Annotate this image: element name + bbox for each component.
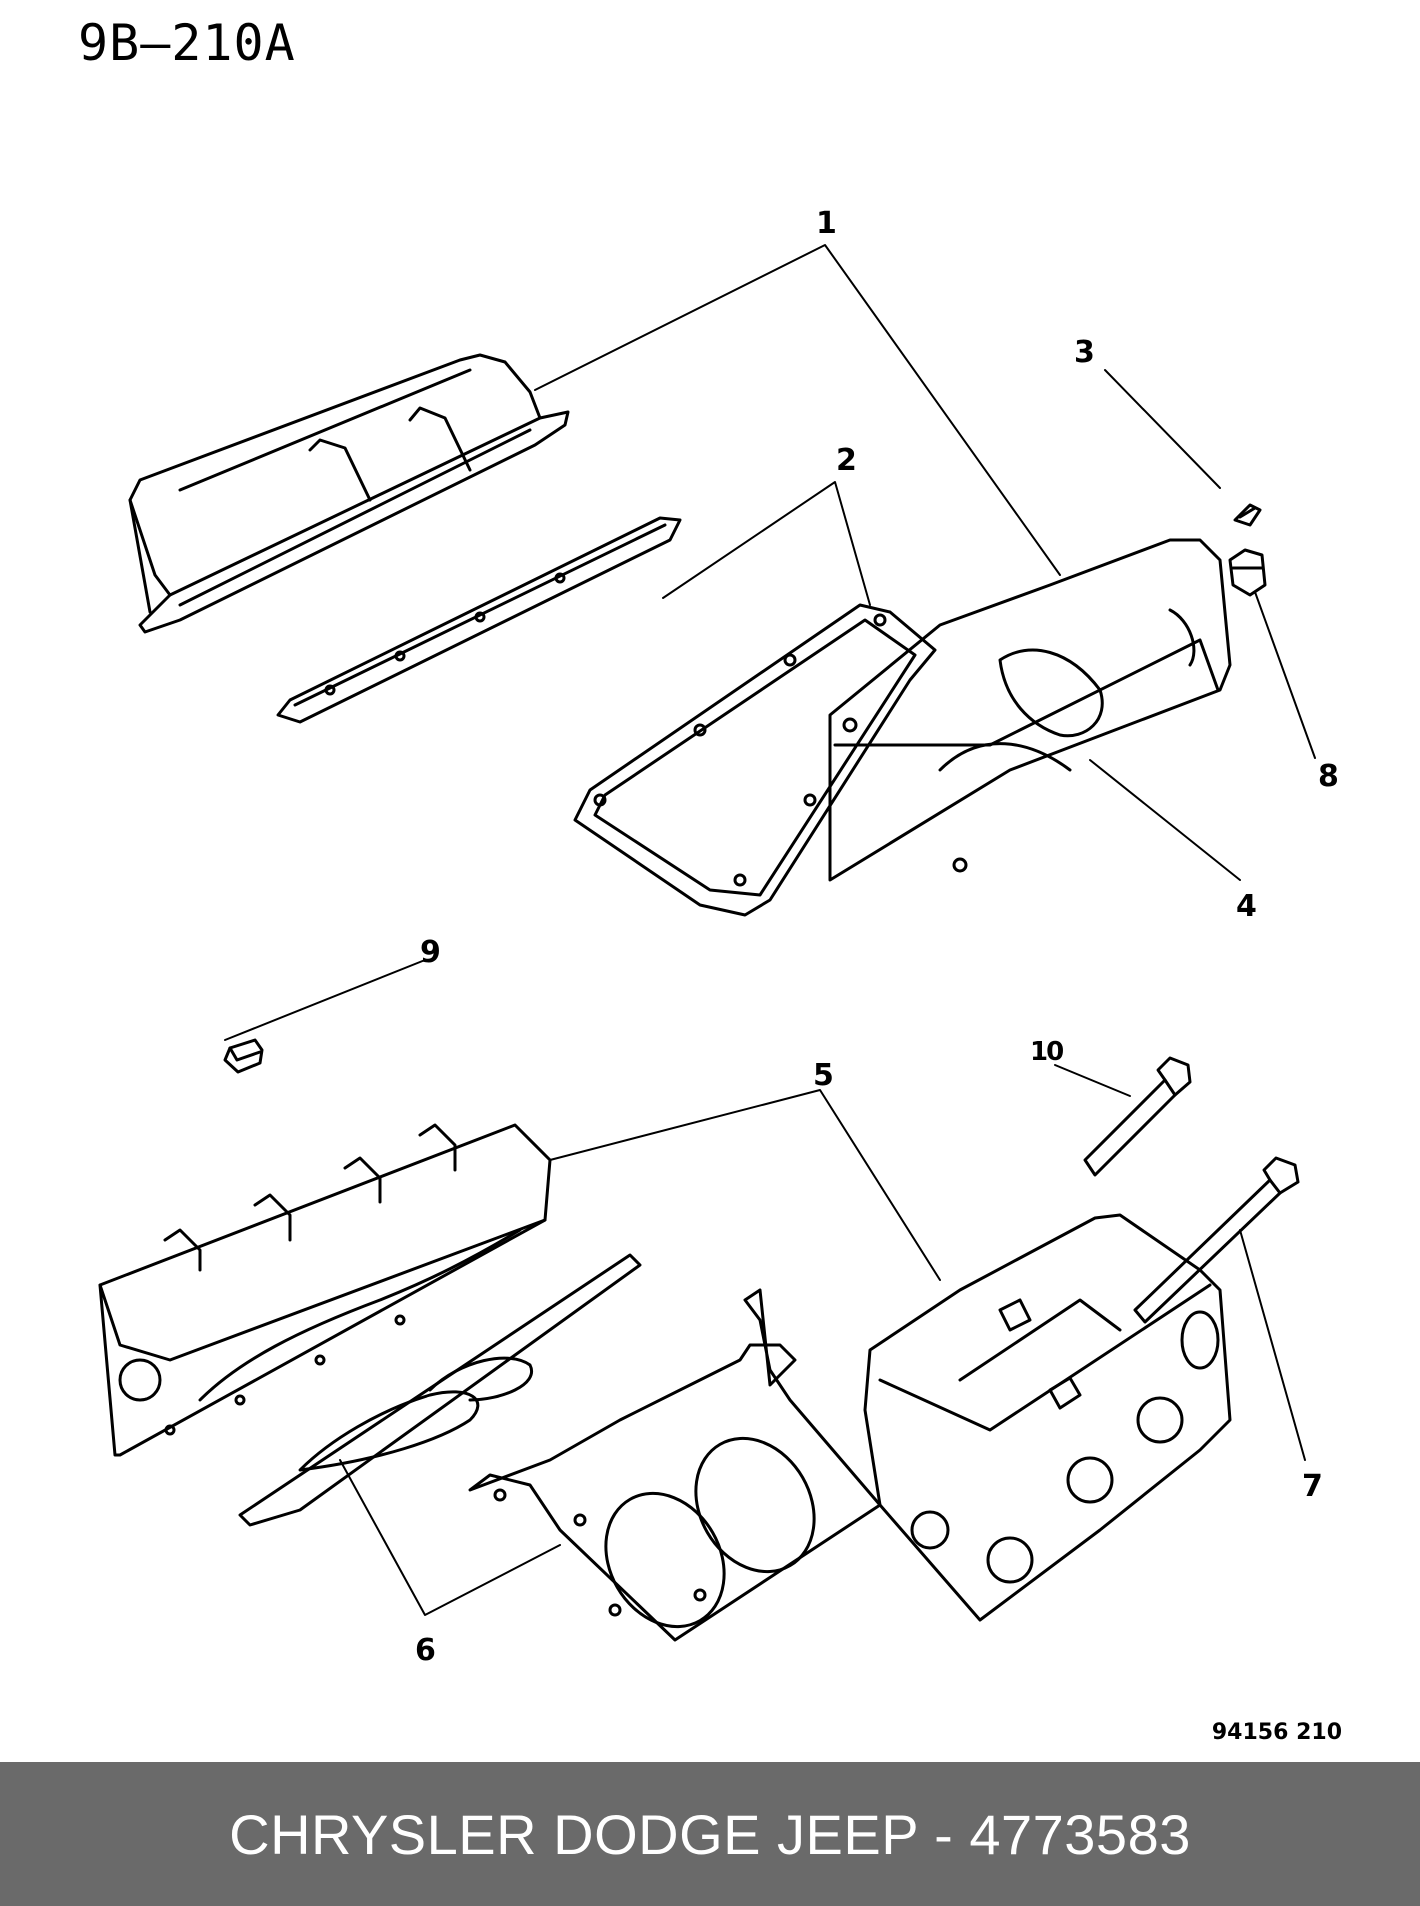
callout-5: 5 — [813, 1058, 834, 1093]
valve-cover-gasket-right — [573, 603, 937, 917]
bolt-long — [1133, 1156, 1300, 1324]
plug — [223, 1038, 264, 1074]
callout-10: 10 — [1030, 1037, 1063, 1067]
callout-4: 4 — [1236, 889, 1257, 924]
reference-code: 94156 210 — [1211, 1720, 1342, 1745]
callout-6: 6 — [415, 1633, 436, 1668]
callout-7: 7 — [1302, 1469, 1323, 1504]
cylinder-head-right — [863, 1213, 1232, 1622]
leader-lines — [224, 244, 1316, 1616]
callout-3: 3 — [1074, 335, 1095, 370]
footer-banner: CHRYSLER DODGE JEEP - 4773583 — [0, 1762, 1420, 1906]
valve-cover-right — [828, 538, 1267, 882]
valve-cover-left — [128, 353, 570, 634]
bolt-short — [1083, 1056, 1192, 1177]
callout-1: 1 — [816, 206, 837, 241]
head-gasket-right — [468, 1288, 882, 1642]
screw — [1233, 503, 1262, 527]
page-code: 9B—210A — [78, 14, 296, 72]
banner-text: CHRYSLER DODGE JEEP - 4773583 — [229, 1802, 1191, 1866]
callout-9: 9 — [420, 935, 441, 970]
valve-cover-gasket-left — [276, 516, 682, 724]
head-gasket-left — [238, 1253, 642, 1527]
callout-2: 2 — [836, 443, 857, 478]
callout-8: 8 — [1318, 759, 1339, 794]
cylinder-head-left — [98, 1123, 552, 1457]
exploded-parts-diagram: 1 2 3 4 5 6 7 8 9 10 — [98, 206, 1339, 1668]
